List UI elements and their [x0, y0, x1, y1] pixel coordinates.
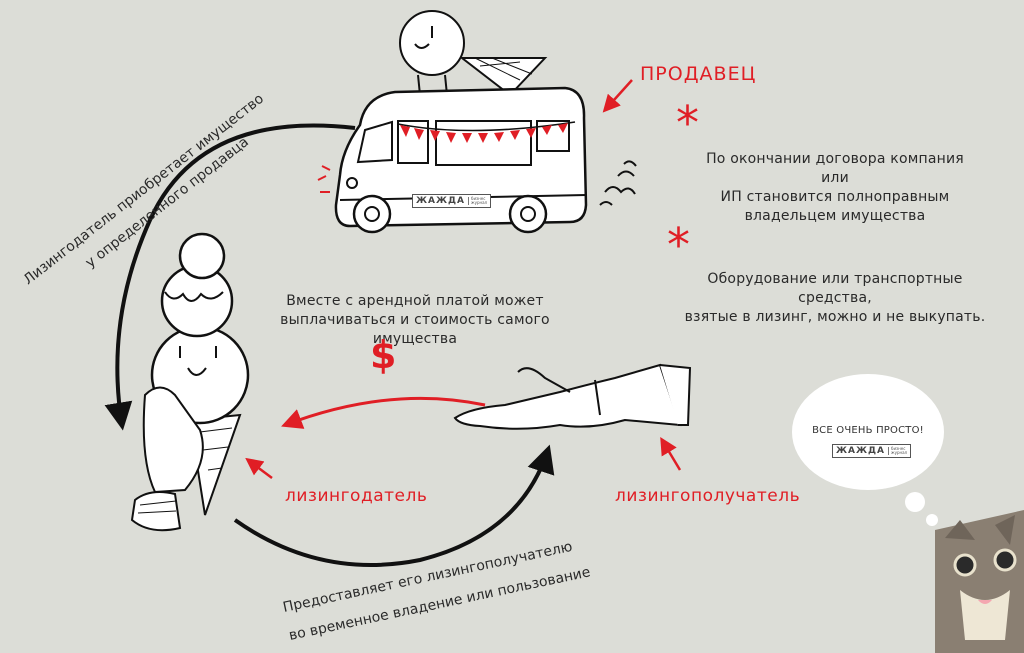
lessee-label: лизингополучатель	[615, 486, 801, 506]
roof-ice-cream-cone-icon	[399, 10, 548, 97]
acquire-note-line1: Лизингодатель приобретает имущество	[21, 91, 267, 288]
acquire-arrow	[104, 123, 356, 431]
dollar-sign-icon: $	[370, 333, 397, 377]
ownership-note-line: владельцем имущества	[744, 207, 926, 224]
open-hand-icon	[453, 363, 692, 430]
provide-arrow	[233, 444, 555, 567]
buyout-note: Оборудование или транспортные средства, …	[680, 270, 990, 327]
ice-cream-character-icon	[130, 232, 250, 532]
payment-note-line: Вместе с арендной платой может	[286, 293, 544, 309]
ownership-note-line: По окончании договора компания или	[706, 151, 964, 186]
asterisk-icon: *	[676, 96, 700, 150]
seller-label: ПРОДАВЕЦ	[640, 63, 757, 85]
lessor-pointer-arrow	[245, 457, 273, 479]
payment-note: Вместе с арендной платой может выплачива…	[240, 292, 590, 349]
truck-brand-logo: ЖАЖДА бизнес журнал	[412, 194, 492, 208]
payment-note-line: выплачиваться и стоимость самого имущест…	[280, 311, 550, 347]
seller-pointer-arrow	[602, 79, 633, 113]
bubble-brand-logo: ЖАЖДА бизнес журнал	[832, 444, 912, 458]
acquire-note-line2: у определенного продавца	[83, 134, 252, 271]
speech-bubble	[792, 374, 944, 526]
payment-arrow	[281, 396, 486, 429]
lessor-label: лизингодатель	[285, 486, 428, 506]
ownership-note: По окончании договора компания или ИП ст…	[690, 150, 980, 226]
ownership-note-line: ИП становится полноправным	[720, 188, 950, 205]
lessee-pointer-arrow	[660, 436, 682, 471]
buyout-note-line: Оборудование или транспортные средства,	[707, 271, 963, 306]
cat-photo-icon	[935, 510, 1024, 653]
ice-cream-truck-icon	[317, 10, 637, 234]
asterisk-icon: *	[667, 218, 691, 272]
buyout-note-line: взятые в лизинг, можно и не выкупать.	[684, 308, 986, 325]
exhaust-smoke-icon	[599, 160, 637, 206]
speech-bubble-text: ВСЕ ОЧЕНЬ ПРОСТО!	[812, 425, 924, 436]
